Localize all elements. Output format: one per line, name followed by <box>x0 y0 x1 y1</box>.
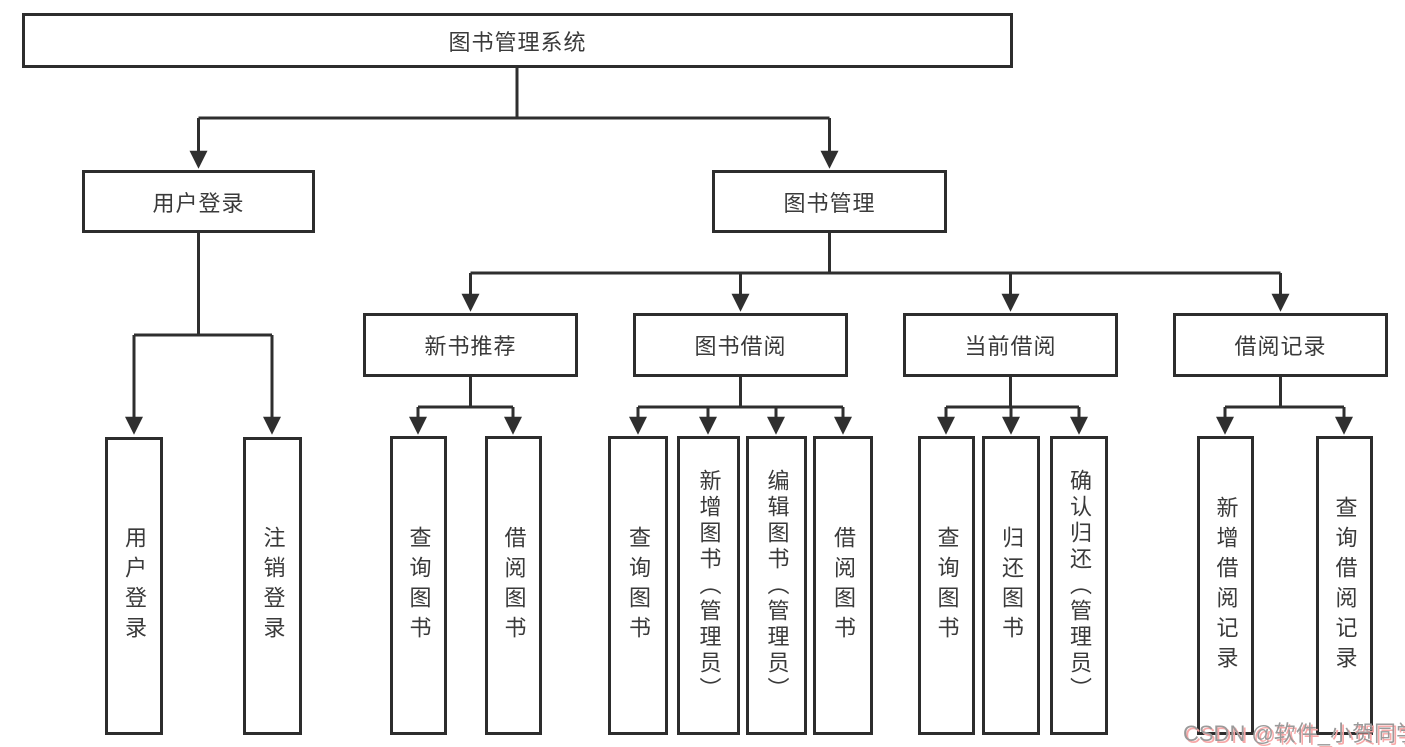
node-book-borrow: 图书借阅 <box>633 313 848 377</box>
leaf-borrow-book-recommend: 借阅图书 <box>485 436 542 735</box>
leaf-query-book-current: 查询图书 <box>918 436 975 735</box>
leaf-query-book-borrow: 查询图书 <box>608 436 668 735</box>
leaf-borrow-book: 借阅图书 <box>813 436 873 735</box>
node-user-login: 用户登录 <box>82 170 315 233</box>
leaf-return-book: 归还图书 <box>982 436 1040 735</box>
leaf-logout: 注销登录 <box>243 437 302 735</box>
leaf-add-borrow-record: 新增借阅记录 <box>1197 436 1254 735</box>
leaf-edit-book-admin: 编辑图书（管理员） <box>746 436 807 735</box>
leaf-query-borrow-record: 查询借阅记录 <box>1316 436 1373 735</box>
leaf-add-book-admin: 新增图书（管理员） <box>677 436 740 735</box>
node-current-borrow: 当前借阅 <box>903 313 1118 377</box>
csdn-watermark: CSDN @软件_小贺同学 <box>1183 721 1405 746</box>
node-book-management: 图书管理 <box>712 170 947 233</box>
node-library-system: 图书管理系统 <box>22 13 1013 68</box>
leaf-query-book-recommend: 查询图书 <box>390 436 447 735</box>
leaf-user-login: 用户登录 <box>105 437 163 735</box>
leaf-confirm-return-admin: 确认归还（管理员） <box>1050 436 1108 735</box>
node-borrow-record: 借阅记录 <box>1173 313 1388 377</box>
node-new-book-recommend: 新书推荐 <box>363 313 578 377</box>
